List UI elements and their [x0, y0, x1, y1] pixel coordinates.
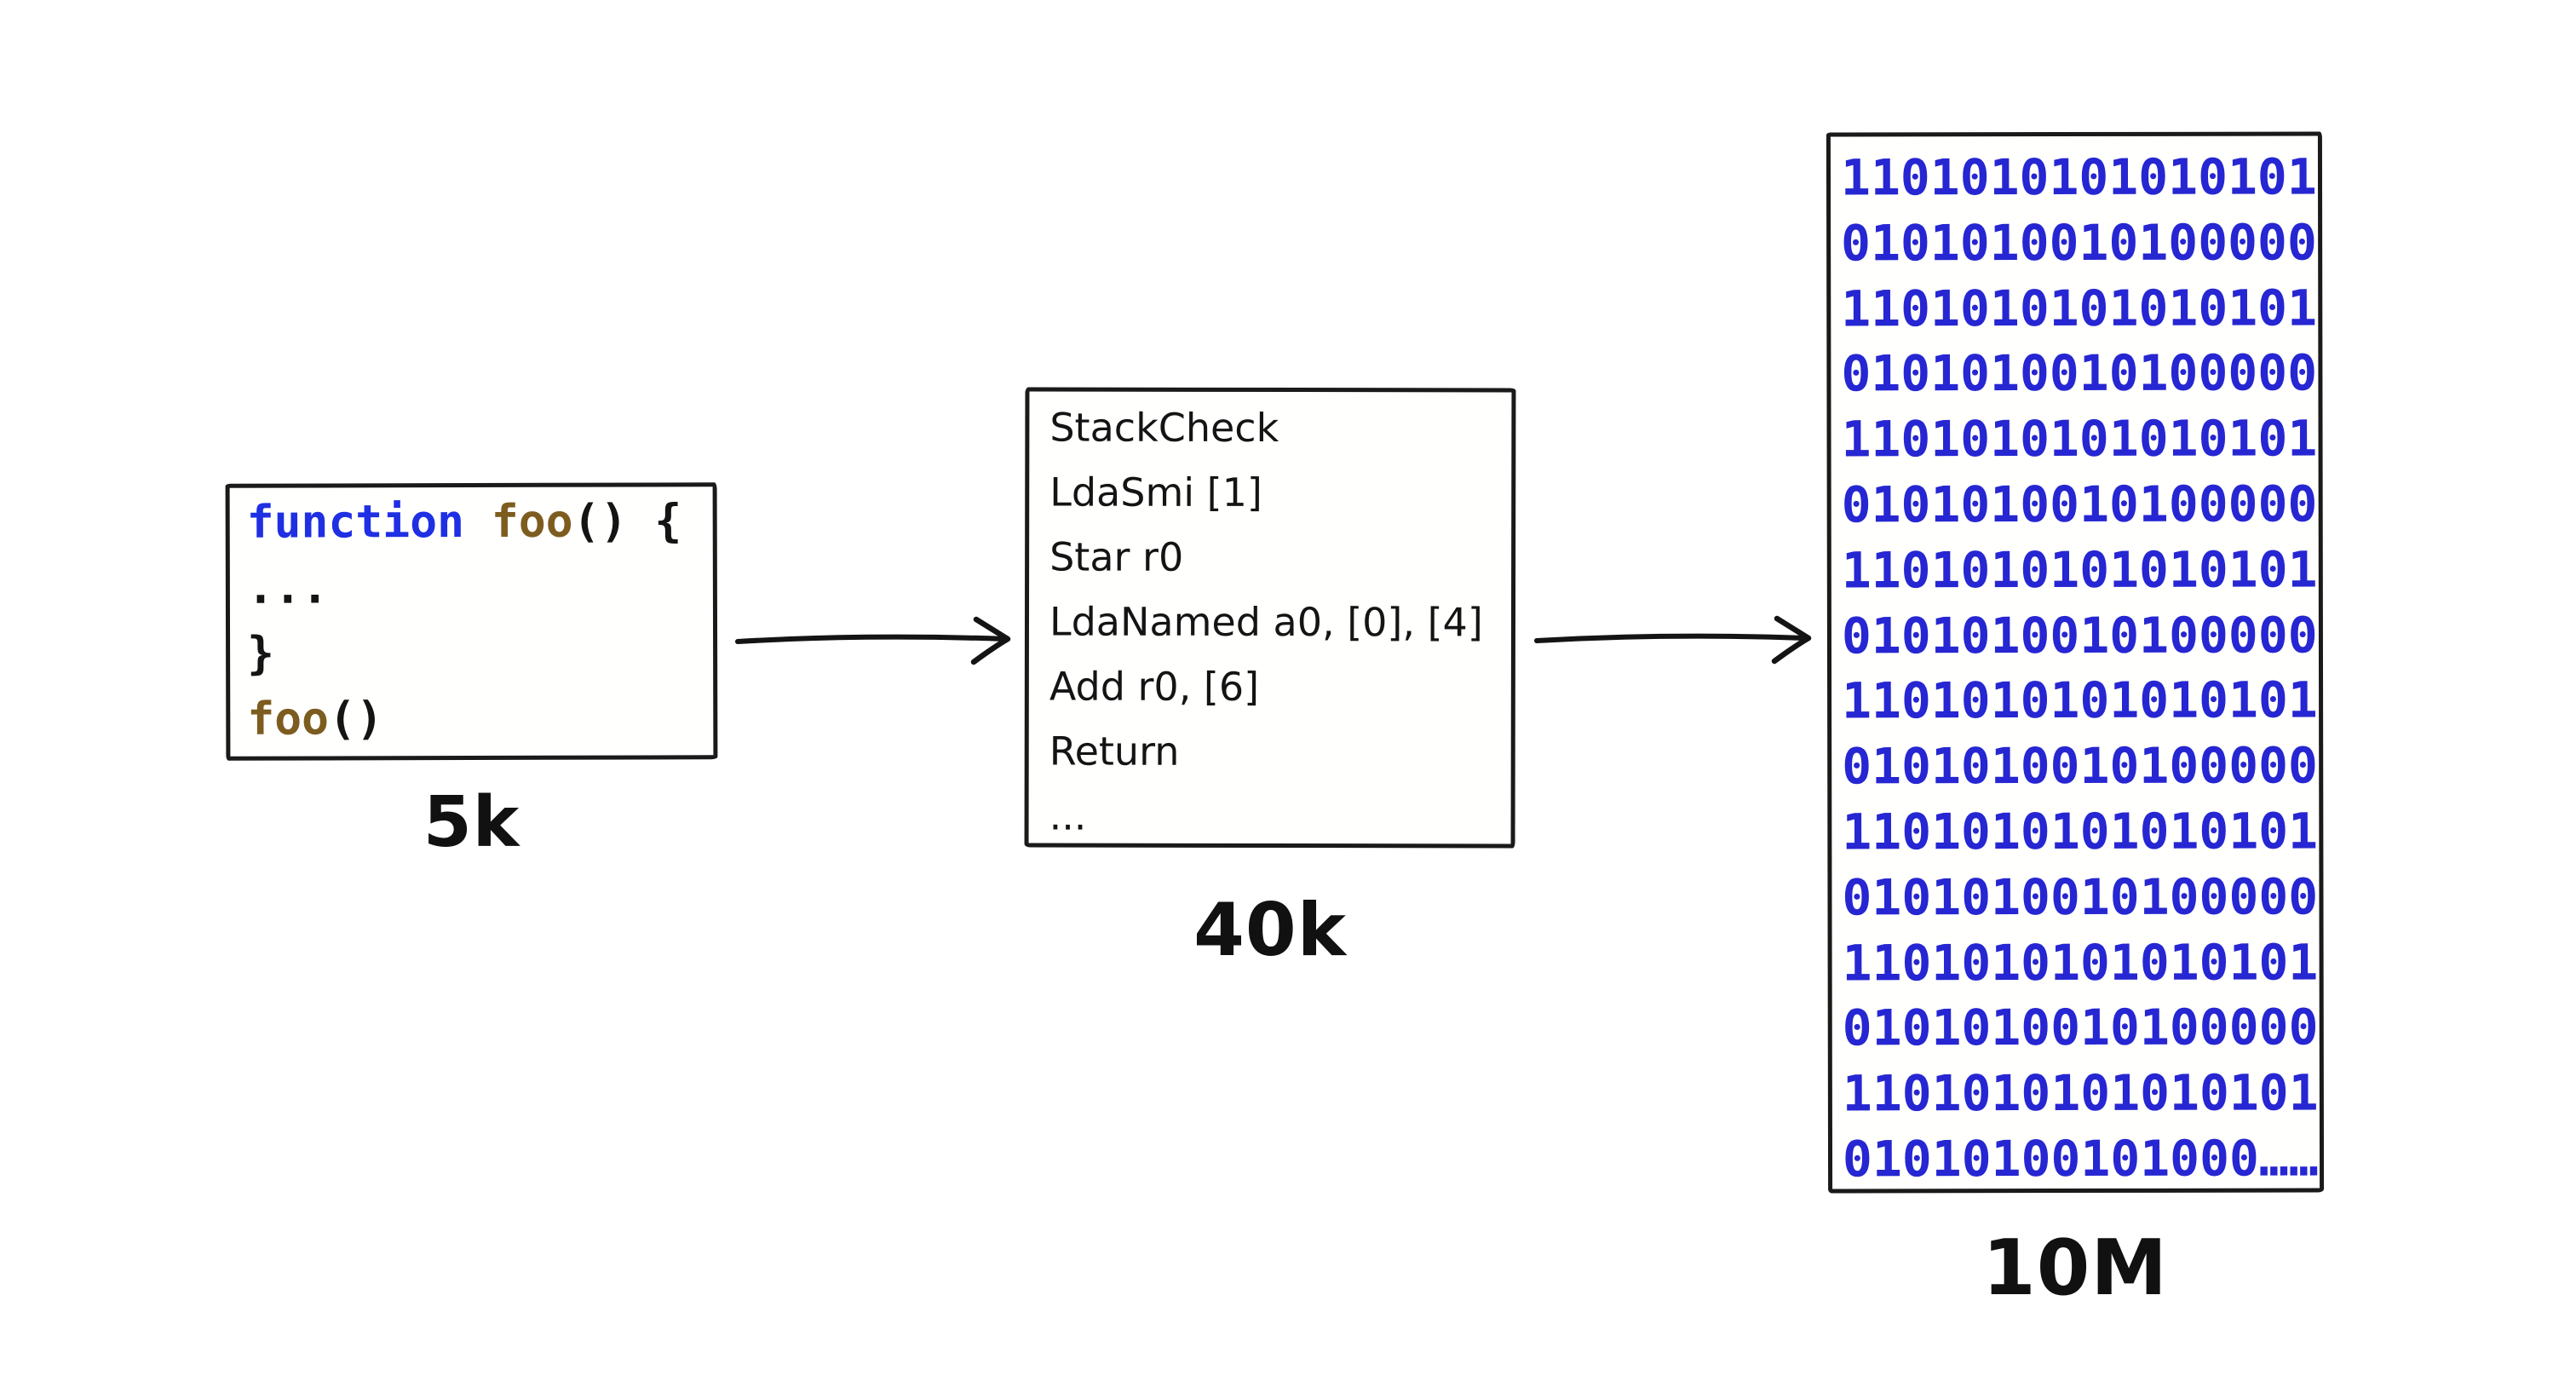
arrow-source-to-bytecode-icon	[735, 616, 1011, 665]
source-code: function foo() {...}foo()	[246, 495, 682, 745]
bytecode-size-label: 40k	[1193, 888, 1347, 973]
arrow-bytecode-to-machine-icon	[1534, 615, 1812, 665]
machine-size-label: 10M	[1982, 1223, 2168, 1313]
source-code-box: function foo() {...}foo()	[225, 482, 718, 761]
source-size-label: 5k	[423, 782, 520, 863]
